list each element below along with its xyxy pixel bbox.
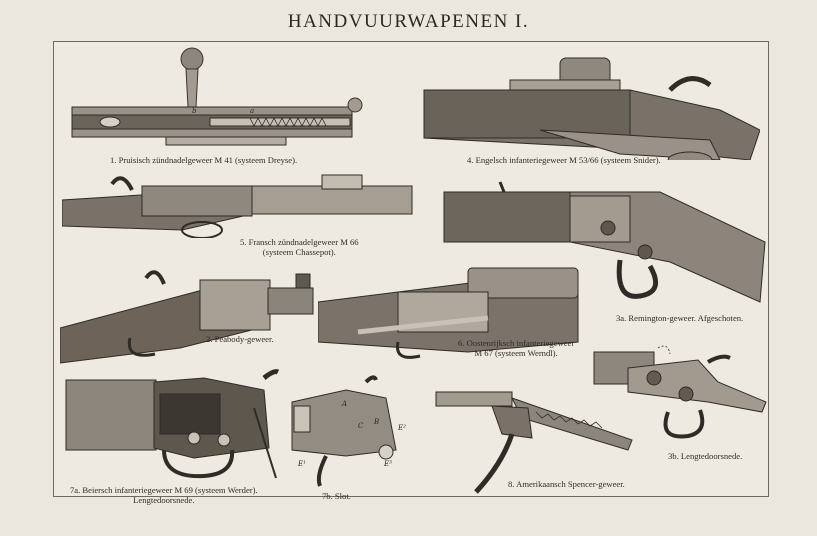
- figure-4-snider-rifle: [420, 50, 760, 160]
- label-E1: E¹: [297, 460, 306, 468]
- caption-figure-7a-line2: Lengtedoorsnede.: [133, 494, 195, 505]
- caption-figure-7a-line1: 7a. Beiersch infanteriegeweer M 69 (syst…: [70, 485, 258, 495]
- caption-figure-6-line1: 6. Oostenrijksch infanteriegeweer: [458, 338, 575, 348]
- figure-7b-lock: A B C E¹ E² E³: [286, 372, 416, 490]
- label-a: a: [250, 107, 254, 115]
- figure-5-chassepot-rifle: [62, 170, 417, 238]
- caption-figure-5-line1: 5. Fransch zündnadelgeweer M 66: [240, 237, 359, 247]
- figure-3a-remington-rifle: [440, 172, 770, 312]
- label-E3: E³: [383, 460, 392, 468]
- caption-figure-5: 5. Fransch zündnadelgeweer M 66 (systeem…: [240, 237, 359, 257]
- label-C: C: [358, 422, 364, 430]
- caption-figure-7a: 7a. Beiersch infanteriegeweer M 69 (syst…: [70, 485, 258, 505]
- figure-3b-remington-section: [588, 342, 768, 447]
- caption-figure-3a: 3a. Remington-geweer. Afgeschoten.: [616, 313, 744, 323]
- caption-figure-8: 8. Amerikaansch Spencer-geweer.: [508, 479, 625, 489]
- caption-figure-5-line2: (systeem Chassepot).: [262, 246, 336, 257]
- label-E2: E²: [397, 424, 406, 432]
- caption-figure-3b: 3b. Lengtedoorsnede.: [668, 451, 743, 461]
- caption-figure-2: 2. Peabody-geweer.: [206, 334, 274, 344]
- figure-2-peabody-rifle: [60, 258, 315, 368]
- label-A: A: [341, 400, 347, 408]
- figure-7a-werder-rifle-section: [64, 368, 279, 484]
- caption-figure-6-line2: M 67 (systeem Werndl).: [474, 347, 558, 358]
- caption-figure-1: 1. Pruisisch zündnadelgeweer M 41 (syste…: [110, 155, 298, 165]
- svg-text:b: b: [192, 107, 197, 115]
- caption-figure-6: 6. Oostenrijksch infanteriegeweer M 67 (…: [458, 338, 575, 358]
- figure-8-spencer-rifle: [432, 378, 642, 496]
- caption-figure-4: 4. Engelsch infanteriegeweer M 53/66 (sy…: [467, 155, 661, 165]
- label-B: B: [373, 418, 379, 426]
- figure-6-werndl-rifle: [318, 262, 583, 362]
- plate-title: HANDVUURWAPENEN I.: [287, 11, 530, 32]
- figure-1-dreyse-rifle: a b: [70, 45, 370, 150]
- caption-figure-7b: 7b. Slot.: [322, 491, 351, 501]
